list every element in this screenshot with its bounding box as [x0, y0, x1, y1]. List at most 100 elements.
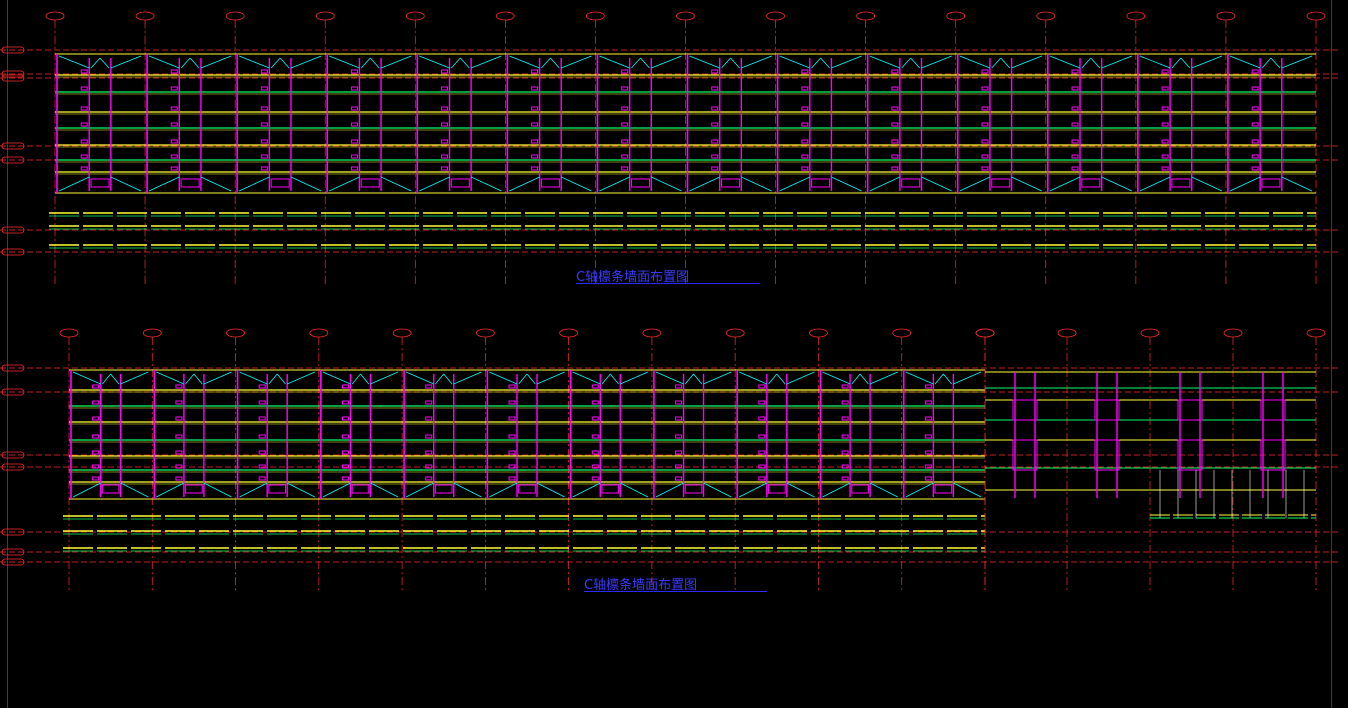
- brace: [1101, 176, 1133, 192]
- brace: [120, 371, 149, 385]
- member-tag: [425, 400, 433, 405]
- brace: [739, 371, 767, 385]
- member-tag: [841, 476, 849, 481]
- brace: [599, 55, 630, 69]
- member-tag: [981, 154, 989, 159]
- member-tag: [621, 106, 629, 111]
- brace: [322, 482, 351, 498]
- member-tag: [1251, 86, 1259, 91]
- brace: [1281, 176, 1313, 192]
- member-tag: [441, 69, 449, 74]
- member-tag: [891, 154, 899, 159]
- member-tag: [341, 400, 349, 405]
- drawing-title-lower[interactable]: C轴檩条墙面布置图: [584, 578, 698, 593]
- brace: [148, 55, 180, 69]
- member-tag: [675, 384, 683, 389]
- brace: [1270, 57, 1281, 69]
- member-tag: [841, 464, 849, 469]
- level-tag: [1, 463, 25, 471]
- member-tag: [621, 154, 629, 159]
- brace: [561, 55, 592, 69]
- brace: [370, 482, 399, 498]
- member-tag: [711, 154, 719, 159]
- grid-bubble: [225, 11, 245, 21]
- member-tag: [175, 464, 183, 469]
- brace: [290, 176, 322, 192]
- brace: [822, 371, 851, 385]
- brace: [1000, 57, 1011, 69]
- brace: [239, 371, 268, 385]
- level-tag: [1, 364, 25, 372]
- brace: [953, 482, 982, 498]
- brace: [721, 57, 731, 69]
- member-tag: [341, 434, 349, 439]
- frame-left-border: [7, 0, 8, 708]
- brace: [703, 482, 732, 498]
- brace: [561, 176, 592, 192]
- grid-bubble: [766, 11, 785, 21]
- member-tag: [258, 416, 266, 421]
- brace: [156, 482, 185, 498]
- member-tag: [531, 166, 539, 171]
- brace: [419, 55, 450, 69]
- base-detail: [901, 178, 921, 188]
- opening-frame: [1012, 439, 1038, 471]
- brace: [820, 57, 830, 69]
- member-tag: [1071, 86, 1079, 91]
- base-detail: [684, 484, 703, 494]
- drawing-title-lower-underline: [584, 591, 767, 592]
- brace: [831, 176, 862, 192]
- member-tag: [80, 106, 88, 111]
- member-tag: [981, 139, 989, 144]
- member-tag: [1161, 86, 1169, 91]
- member-tag: [170, 86, 178, 91]
- member-tag: [924, 400, 932, 405]
- brace: [193, 373, 203, 385]
- base-detail: [360, 178, 380, 188]
- member-tag: [508, 450, 516, 455]
- grid-bubble: [856, 11, 876, 21]
- member-tag: [341, 416, 349, 421]
- member-tag: [711, 122, 719, 127]
- member-tag: [758, 450, 766, 455]
- member-tag: [841, 450, 849, 455]
- grid-bubble: [559, 328, 579, 338]
- brace: [599, 176, 630, 192]
- opening-frame: [1177, 439, 1203, 471]
- brace: [489, 482, 518, 498]
- member-tag: [801, 122, 809, 127]
- grid-bubble: [1126, 11, 1146, 21]
- grid-bubble: [142, 328, 162, 338]
- brace: [921, 55, 952, 69]
- member-tag: [711, 86, 719, 91]
- member-tag: [1161, 122, 1169, 127]
- grid-bubble: [975, 328, 995, 338]
- member-tag: [508, 476, 516, 481]
- brace: [405, 482, 434, 498]
- grid-bubble: [1140, 328, 1160, 338]
- brace: [901, 57, 911, 69]
- member-tag: [758, 400, 766, 405]
- member-tag: [80, 139, 88, 144]
- grid-bubble: [45, 11, 65, 21]
- member-tag: [508, 384, 516, 389]
- member-tag: [258, 400, 266, 405]
- member-tag: [981, 106, 989, 111]
- base-detail: [268, 484, 287, 494]
- member-tag: [425, 476, 433, 481]
- brace: [572, 371, 601, 385]
- member-tag: [258, 476, 266, 481]
- member-tag: [92, 464, 100, 469]
- drawing-title-upper[interactable]: C轴檩条墙面布置图: [576, 270, 690, 285]
- member-tag: [170, 154, 178, 159]
- opening-frame: [1094, 399, 1120, 421]
- member-tag: [591, 450, 599, 455]
- brace: [351, 373, 361, 385]
- member-tag: [170, 69, 178, 74]
- member-tag: [924, 464, 932, 469]
- member-tag: [260, 122, 268, 127]
- brace: [572, 482, 601, 498]
- level-tag: [1, 548, 25, 556]
- member-tag: [80, 86, 88, 91]
